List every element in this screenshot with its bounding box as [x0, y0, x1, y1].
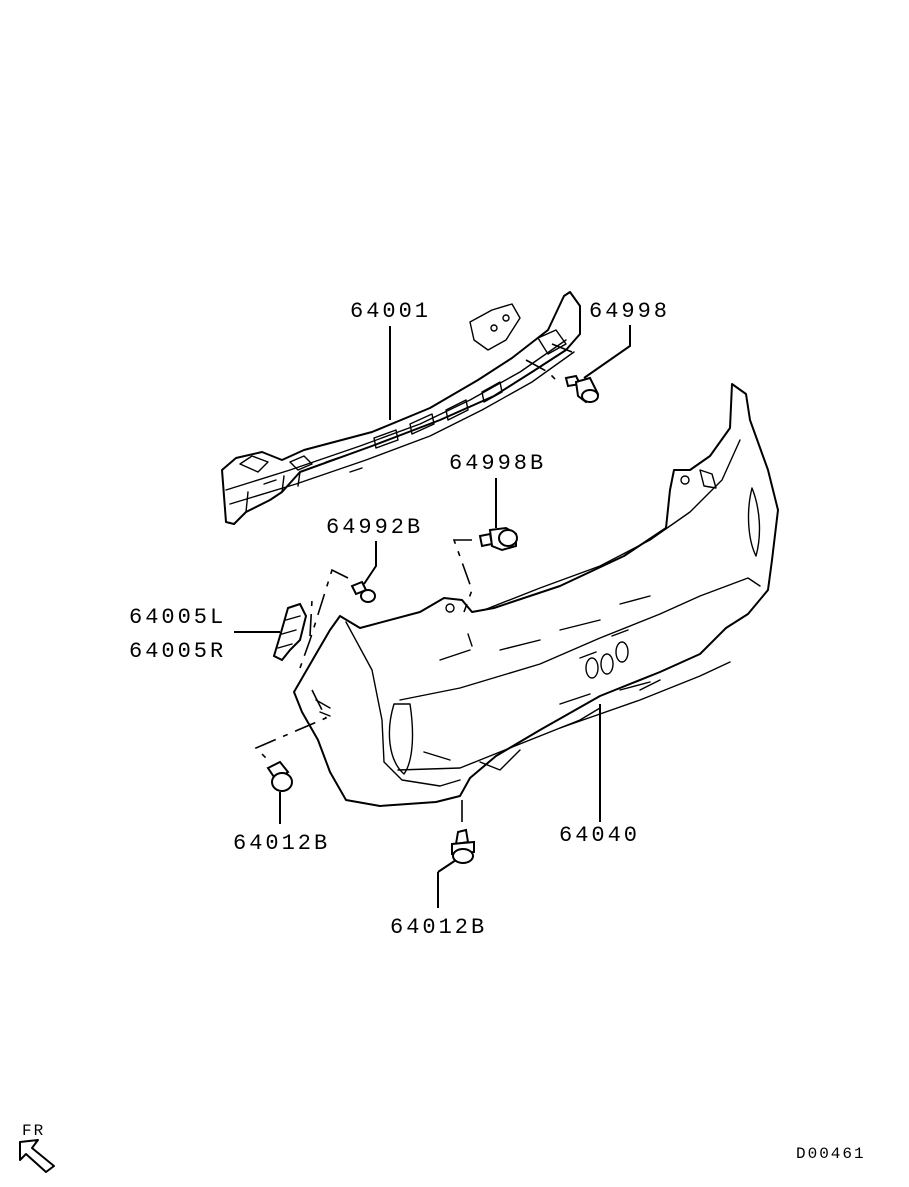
bumper-reinforcement-beam[interactable] — [221, 291, 581, 525]
drawing-code: D00461 — [796, 1145, 866, 1163]
clip-64012b-left[interactable] — [266, 760, 293, 792]
front-direction-arrow-icon — [19, 1139, 55, 1173]
clip-64012b-bottom[interactable] — [451, 828, 475, 864]
label-64992b: 64992B — [326, 515, 423, 540]
assembly-lines — [254, 343, 573, 830]
label-64012b-bottom: 64012B — [390, 915, 487, 940]
bracket-64005[interactable] — [272, 602, 308, 662]
label-64040: 64040 — [559, 823, 640, 848]
label-64001: 64001 — [350, 299, 431, 324]
label-64005l: 64005L — [129, 605, 226, 630]
bolt-64998[interactable] — [564, 374, 600, 404]
rear-bumper-fascia[interactable] — [293, 383, 779, 807]
label-64005r: 64005R — [129, 639, 226, 664]
label-64998: 64998 — [589, 299, 670, 324]
orientation-label: FR — [22, 1122, 45, 1140]
label-64012b-left: 64012B — [233, 831, 330, 856]
leader-lines — [234, 325, 631, 908]
bolt-64998b[interactable] — [478, 526, 518, 552]
screw-64992b[interactable] — [350, 580, 376, 603]
label-64998b: 64998B — [449, 451, 546, 476]
